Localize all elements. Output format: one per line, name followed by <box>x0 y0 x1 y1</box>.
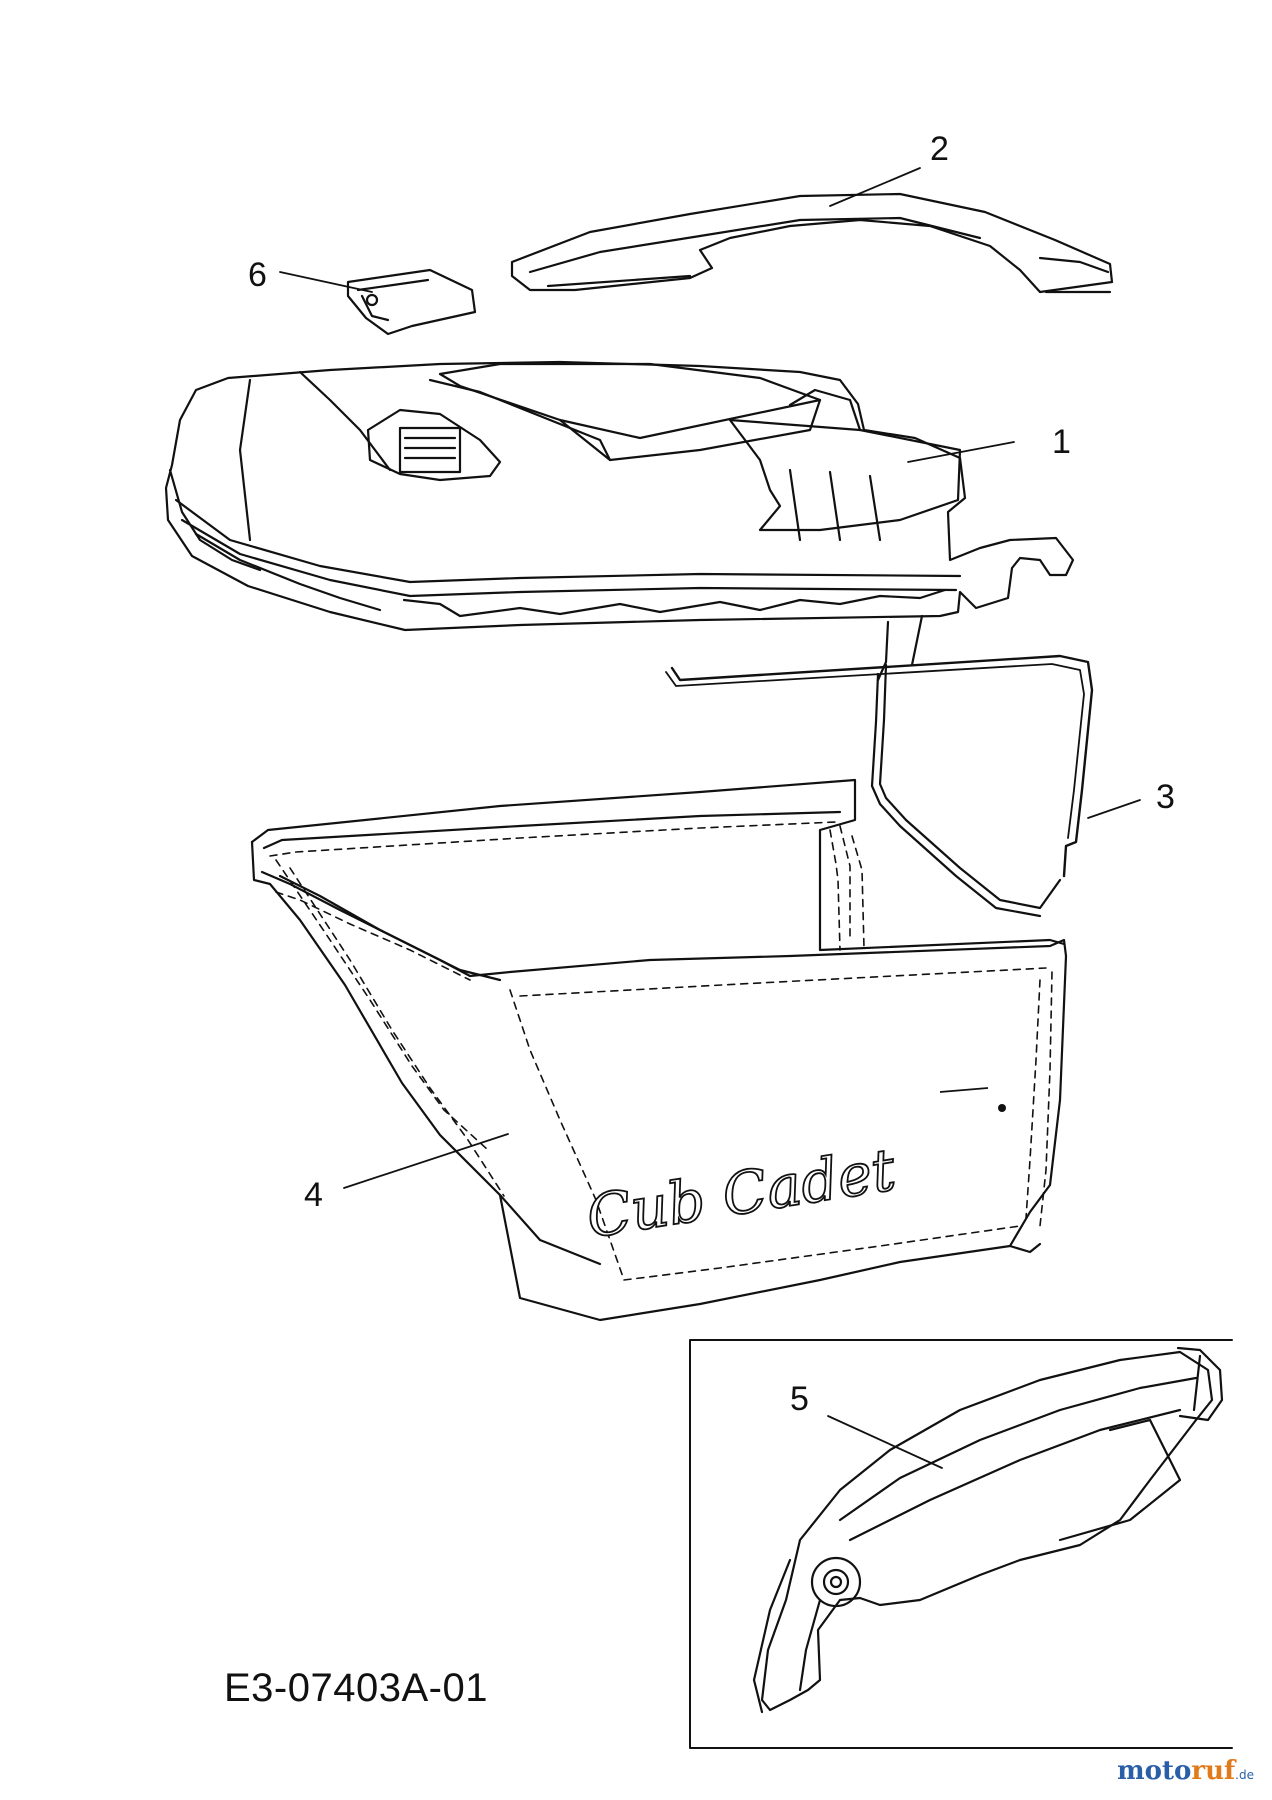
callout-6: 6 <box>248 256 267 294</box>
deflector-flap-part <box>752 1346 1224 1714</box>
leader-line-5 <box>827 1415 943 1469</box>
leader-line-4 <box>343 1133 509 1189</box>
leader-line-6 <box>279 271 373 293</box>
leader-line-3 <box>1087 799 1141 819</box>
grass-bag-part <box>250 778 1068 1322</box>
lid-part <box>164 360 1075 682</box>
drawing-number: E3-07403A-01 <box>224 1666 488 1710</box>
leader-line-1 <box>907 441 1015 463</box>
callout-1: 1 <box>1052 423 1071 461</box>
callout-2: 2 <box>930 130 949 168</box>
watermark-logo: motoruf.de <box>1117 1756 1254 1786</box>
carry-handle-part <box>510 192 1114 294</box>
watermark-main: moto <box>1117 1756 1192 1786</box>
watermark-tld: .de <box>1235 1768 1254 1782</box>
leader-line-2 <box>829 167 921 207</box>
cover-plate-part <box>346 268 477 336</box>
wire-frame-part <box>665 654 1094 918</box>
callout-4: 4 <box>304 1176 323 1214</box>
detail-inset <box>689 1339 1233 1749</box>
callout-3: 3 <box>1156 778 1175 816</box>
leader-lines <box>279 167 1141 1469</box>
watermark-accent: ruf <box>1191 1756 1236 1786</box>
callout-5: 5 <box>790 1380 809 1418</box>
